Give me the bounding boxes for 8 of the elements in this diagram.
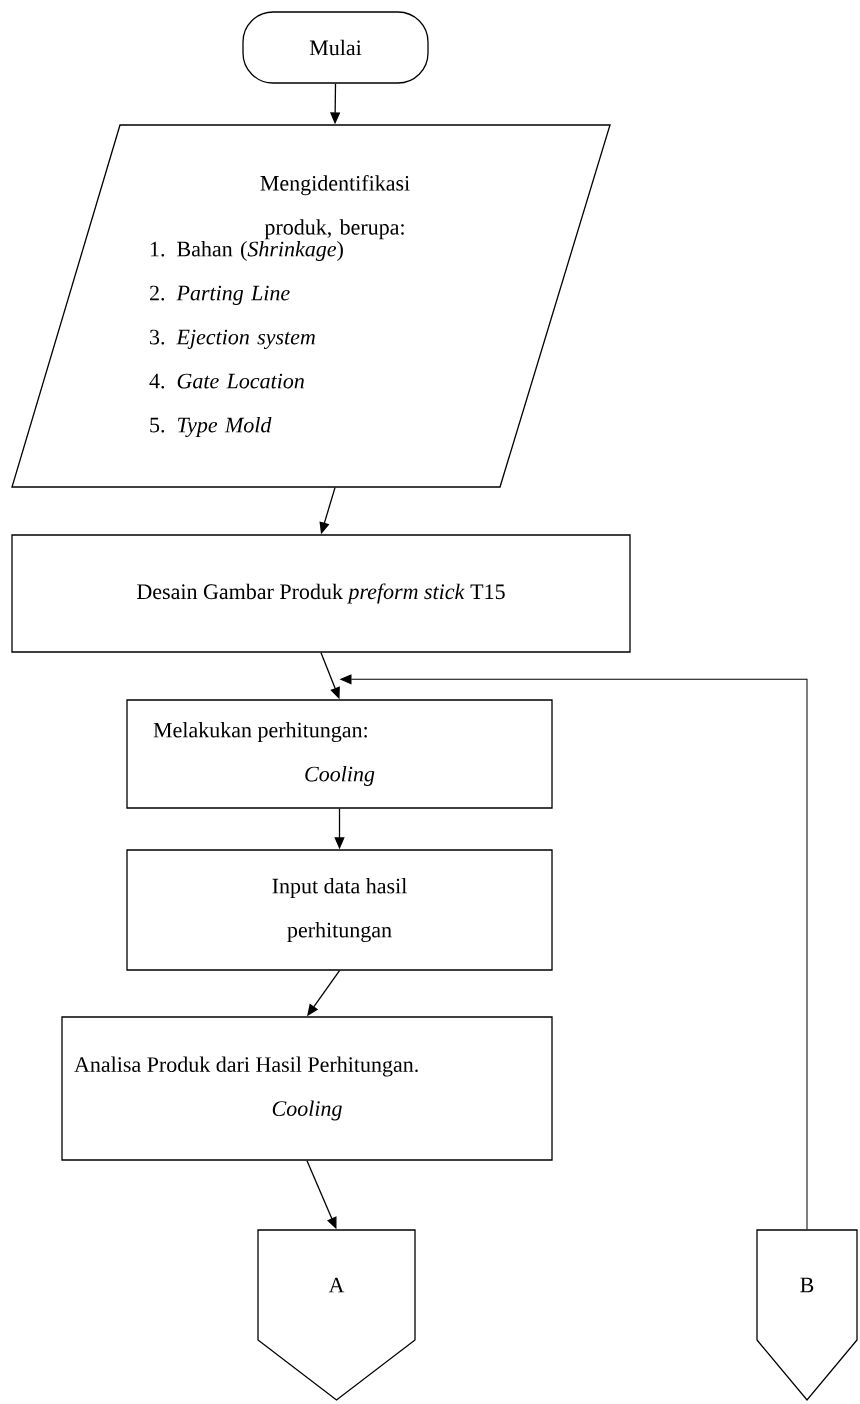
process-box: Analisa Produk dari Hasil Perhitungan. Cooling <box>61 1016 553 1161</box>
terminator: Mulai <box>242 11 429 84</box>
data-parallelogram: Mengidentifikasi produk, berupa: 1. Bahan (Shrinkage) 2. Parting Line 3. Ejection system 4. Gate Location 5. Type Mold <box>11 124 611 488</box>
process-box: Desain Gambar Produk preform stick T15 <box>11 534 631 653</box>
process-box: Input data hasil perhitungan <box>126 849 553 971</box>
arrow <box>340 674 808 1230</box>
process-box: Melakukan perhitungan: Cooling <box>126 699 553 809</box>
offpage-connector: A <box>257 1229 416 1401</box>
